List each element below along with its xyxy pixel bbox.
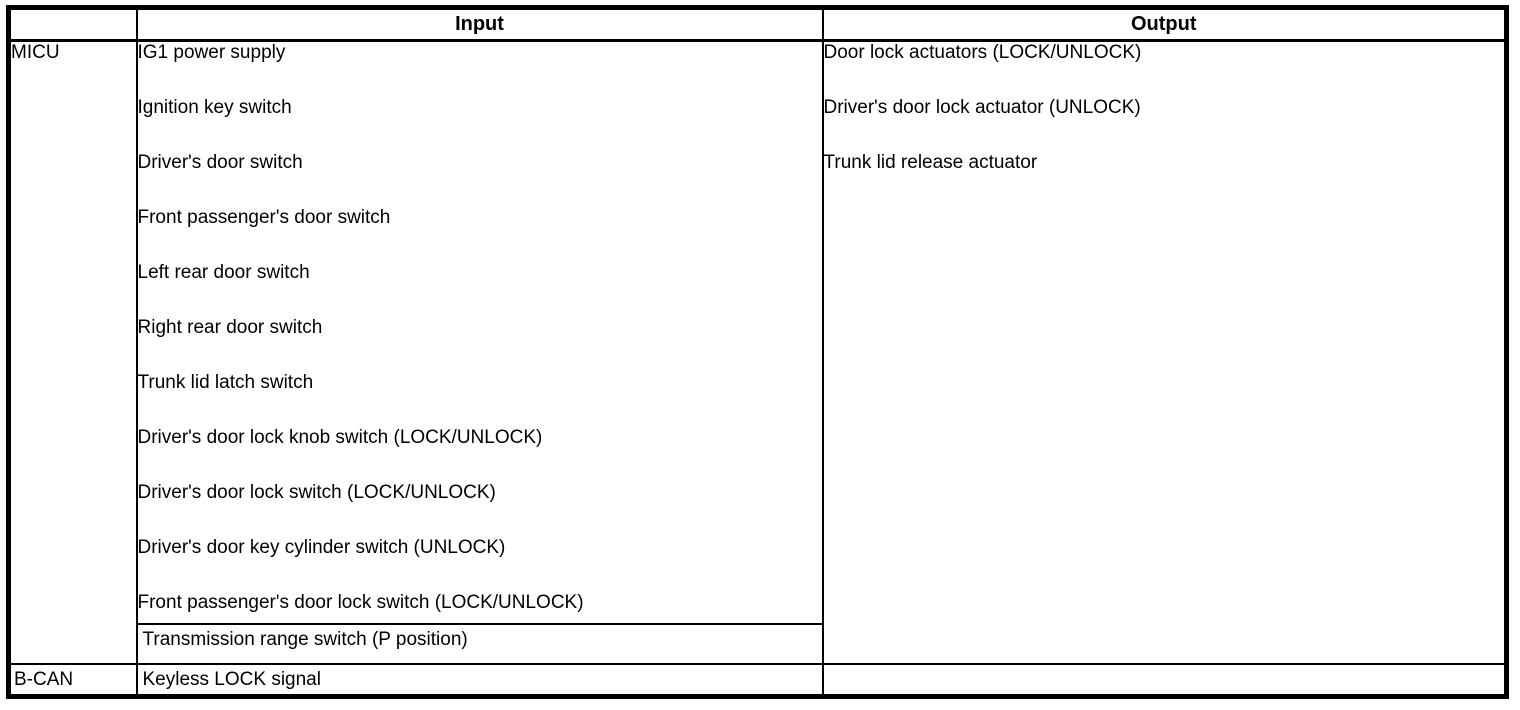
micu-sub-input-row: Transmission range switch (P position): [9, 623, 1507, 665]
input-item-front-passengers-door-switch: Front passenger's door switch: [137, 207, 391, 228]
input-item-right-rear-door-switch: Right rear door switch: [137, 317, 323, 338]
micu-input-list-cell: IG1 power supply Ignition key switch Dri…: [135, 39, 824, 625]
header-output: Output: [821, 6, 1508, 42]
input-item-drivers-door-key-cylinder-switch: Driver's door key cylinder switch (UNLOC…: [137, 537, 506, 558]
micu-input-output-table: Input Output MICU IG1 power supply Ignit…: [6, 5, 1509, 699]
bcan-row: B-CAN Keyless LOCK signal: [7, 663, 1508, 698]
micu-output-list-cell: Door lock actuators (LOCK/UNLOCK) Driver…: [821, 39, 1508, 665]
table-header-row: Input Output: [7, 6, 1508, 42]
input-item-drivers-door-switch: Driver's door switch: [137, 152, 303, 173]
header-unit-cell: [7, 6, 138, 42]
output-item-drivers-door-lock-actuator: Driver's door lock actuator (UNLOCK): [823, 97, 1141, 118]
unit-label-micu: MICU: [7, 39, 138, 665]
header-input: Input: [135, 6, 824, 42]
unit-label-bcan: B-CAN: [7, 663, 138, 698]
input-item-drivers-door-lock-switch: Driver's door lock switch (LOCK/UNLOCK): [137, 482, 496, 503]
bcan-output-cell: [821, 663, 1508, 698]
micu-row: MICU IG1 power supply Ignition key switc…: [7, 39, 1508, 665]
input-item-drivers-door-lock-knob-switch: Driver's door lock knob switch (LOCK/UNL…: [137, 427, 543, 448]
output-item-trunk-lid-release-actuator: Trunk lid release actuator: [823, 152, 1038, 173]
input-item-trunk-lid-latch-switch: Trunk lid latch switch: [137, 372, 314, 393]
input-item-front-passengers-door-lock-switch: Front passenger's door lock switch (LOCK…: [137, 592, 584, 613]
output-item-door-lock-actuators: Door lock actuators (LOCK/UNLOCK): [823, 42, 1142, 63]
input-item-ignition-key-switch: Ignition key switch: [137, 97, 292, 118]
input-item-transmission-range-switch: Transmission range switch (P position): [135, 623, 824, 665]
input-item-ig1-power-supply: IG1 power supply: [137, 42, 286, 63]
input-item-keyless-lock-signal: Keyless LOCK signal: [135, 663, 824, 698]
input-item-left-rear-door-switch: Left rear door switch: [137, 262, 310, 283]
